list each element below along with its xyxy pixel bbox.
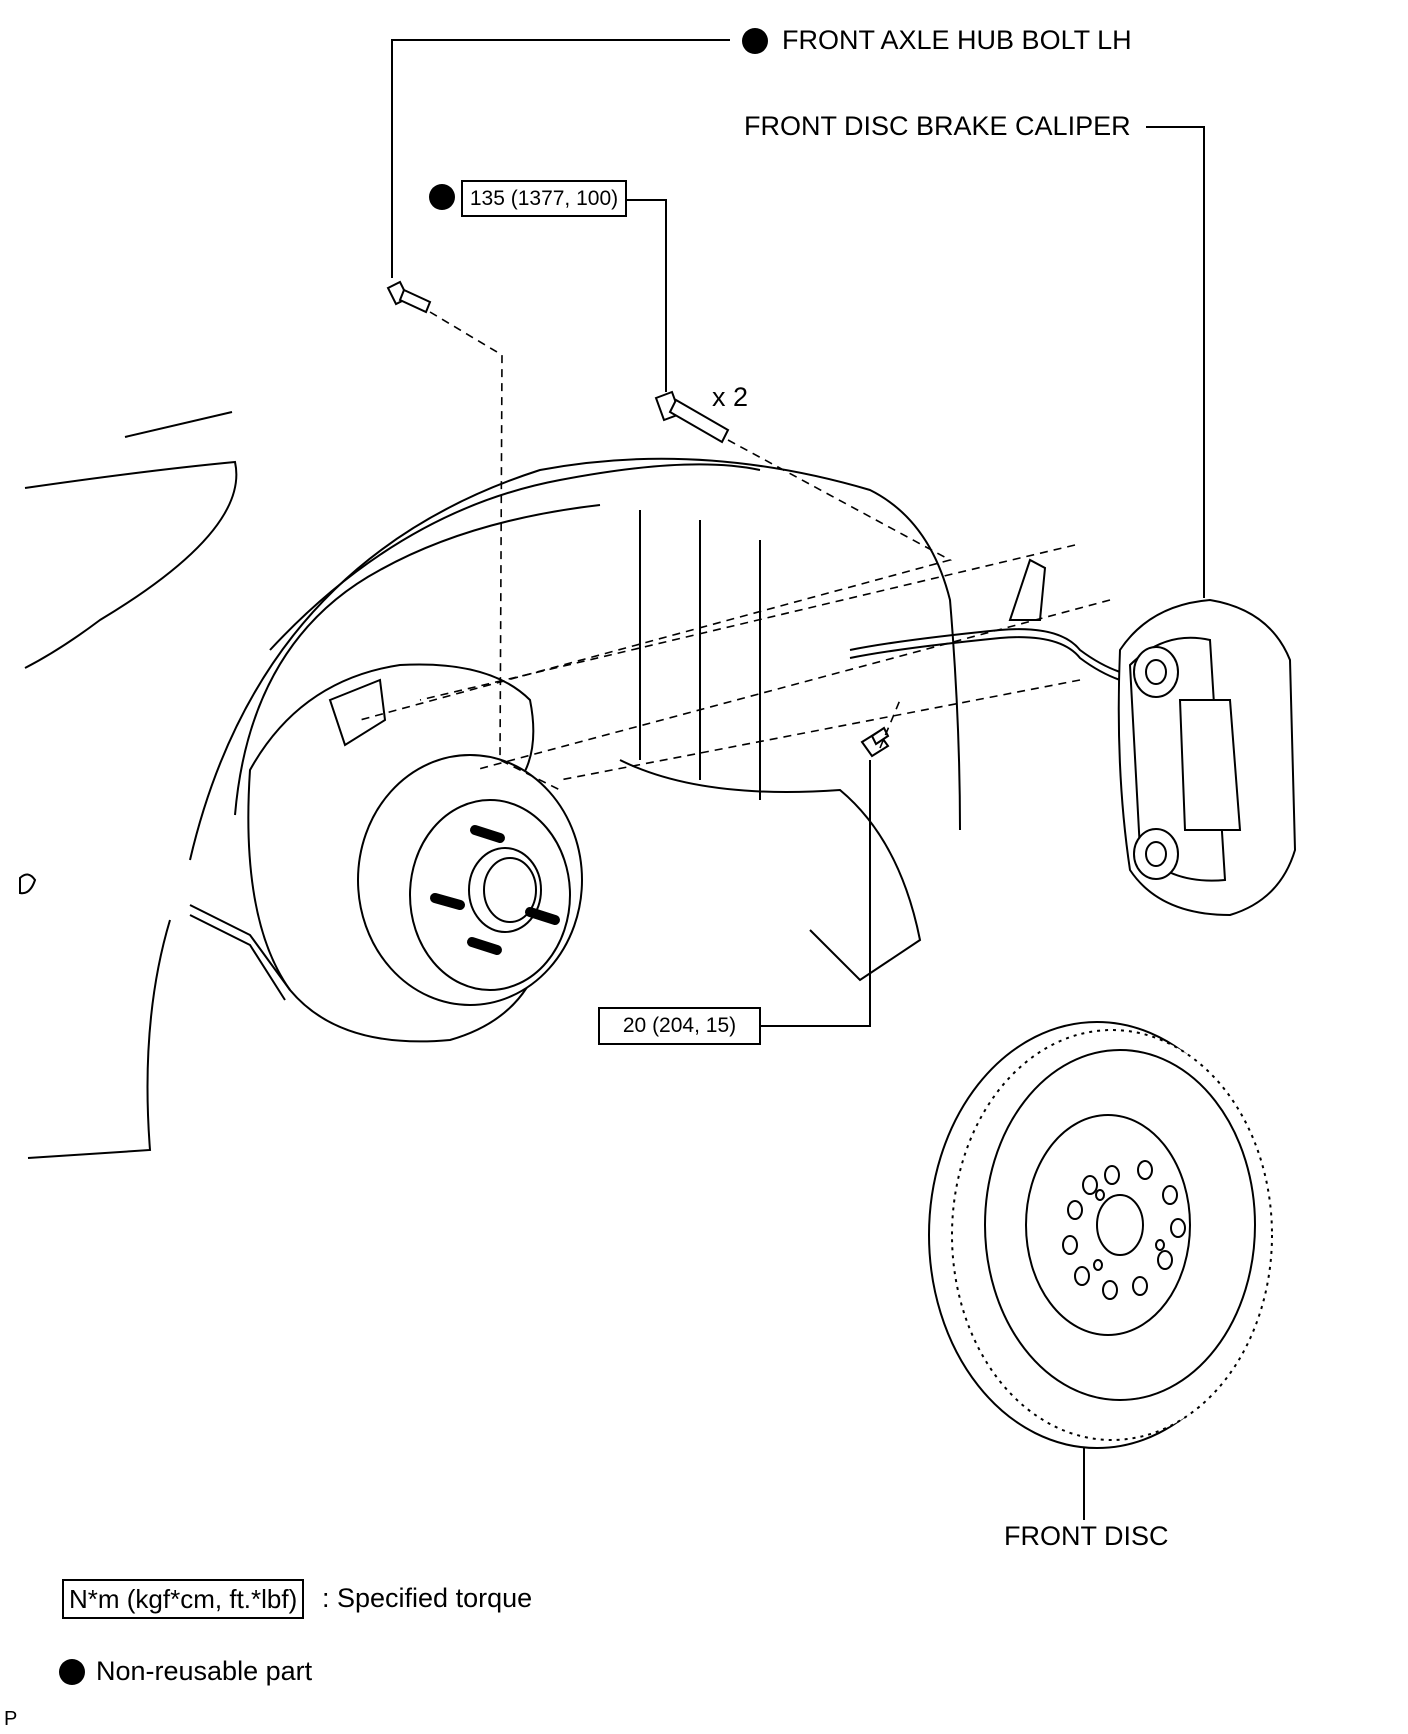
non-reusable-marker-icon	[742, 28, 768, 54]
hub-stud	[470, 825, 505, 843]
hub-stud	[525, 907, 560, 925]
callout-front-axle-hub-bolt: FRONT AXLE HUB BOLT LH	[782, 25, 1132, 55]
front-axle-hub-bolt	[386, 280, 432, 314]
hub-stud	[467, 937, 502, 955]
footer-code: P	[4, 1708, 18, 1730]
non-reusable-marker-icon	[429, 184, 455, 210]
caliper-bolt-quantity: x 2	[712, 382, 749, 412]
torque-box-sensor-bolt: 20 (204, 15)	[598, 1007, 761, 1045]
rotor-bolt-holes	[1062, 1160, 1186, 1300]
leader-caliper	[1146, 126, 1205, 598]
legend-specified-torque-text: : Specified torque	[322, 1583, 533, 1613]
leader-sensor-bolt-torque	[760, 760, 871, 1027]
sensor-harness	[189, 558, 1121, 1001]
caliper-mounting-bolt	[654, 390, 730, 444]
hub-stud	[430, 893, 465, 910]
legend-torque-units-box: N*m (kgf*cm, ft.*lbf)	[62, 1579, 305, 1619]
sensor-bolt	[860, 726, 890, 758]
torque-box-caliper-bolt: 135 (1377, 100)	[461, 180, 627, 217]
vehicle-body-outline	[19, 411, 961, 1159]
front-disc-brake-caliper	[1117, 598, 1297, 917]
leader-caliper-bolt-torque	[626, 199, 667, 392]
callout-front-disc-brake-caliper: FRONT DISC BRAKE CALIPER	[744, 111, 1131, 141]
leader-hub-bolt	[391, 39, 730, 278]
callout-front-disc: FRONT DISC	[1004, 1521, 1169, 1551]
assembly-guide-lines	[359, 311, 1111, 791]
legend-non-reusable-icon	[59, 1659, 85, 1685]
leader-lines	[391, 39, 1205, 1520]
front-disc-rotor	[928, 1021, 1273, 1449]
legend-non-reusable-text: Non-reusable part	[96, 1656, 313, 1686]
axle-hub	[357, 754, 583, 1006]
